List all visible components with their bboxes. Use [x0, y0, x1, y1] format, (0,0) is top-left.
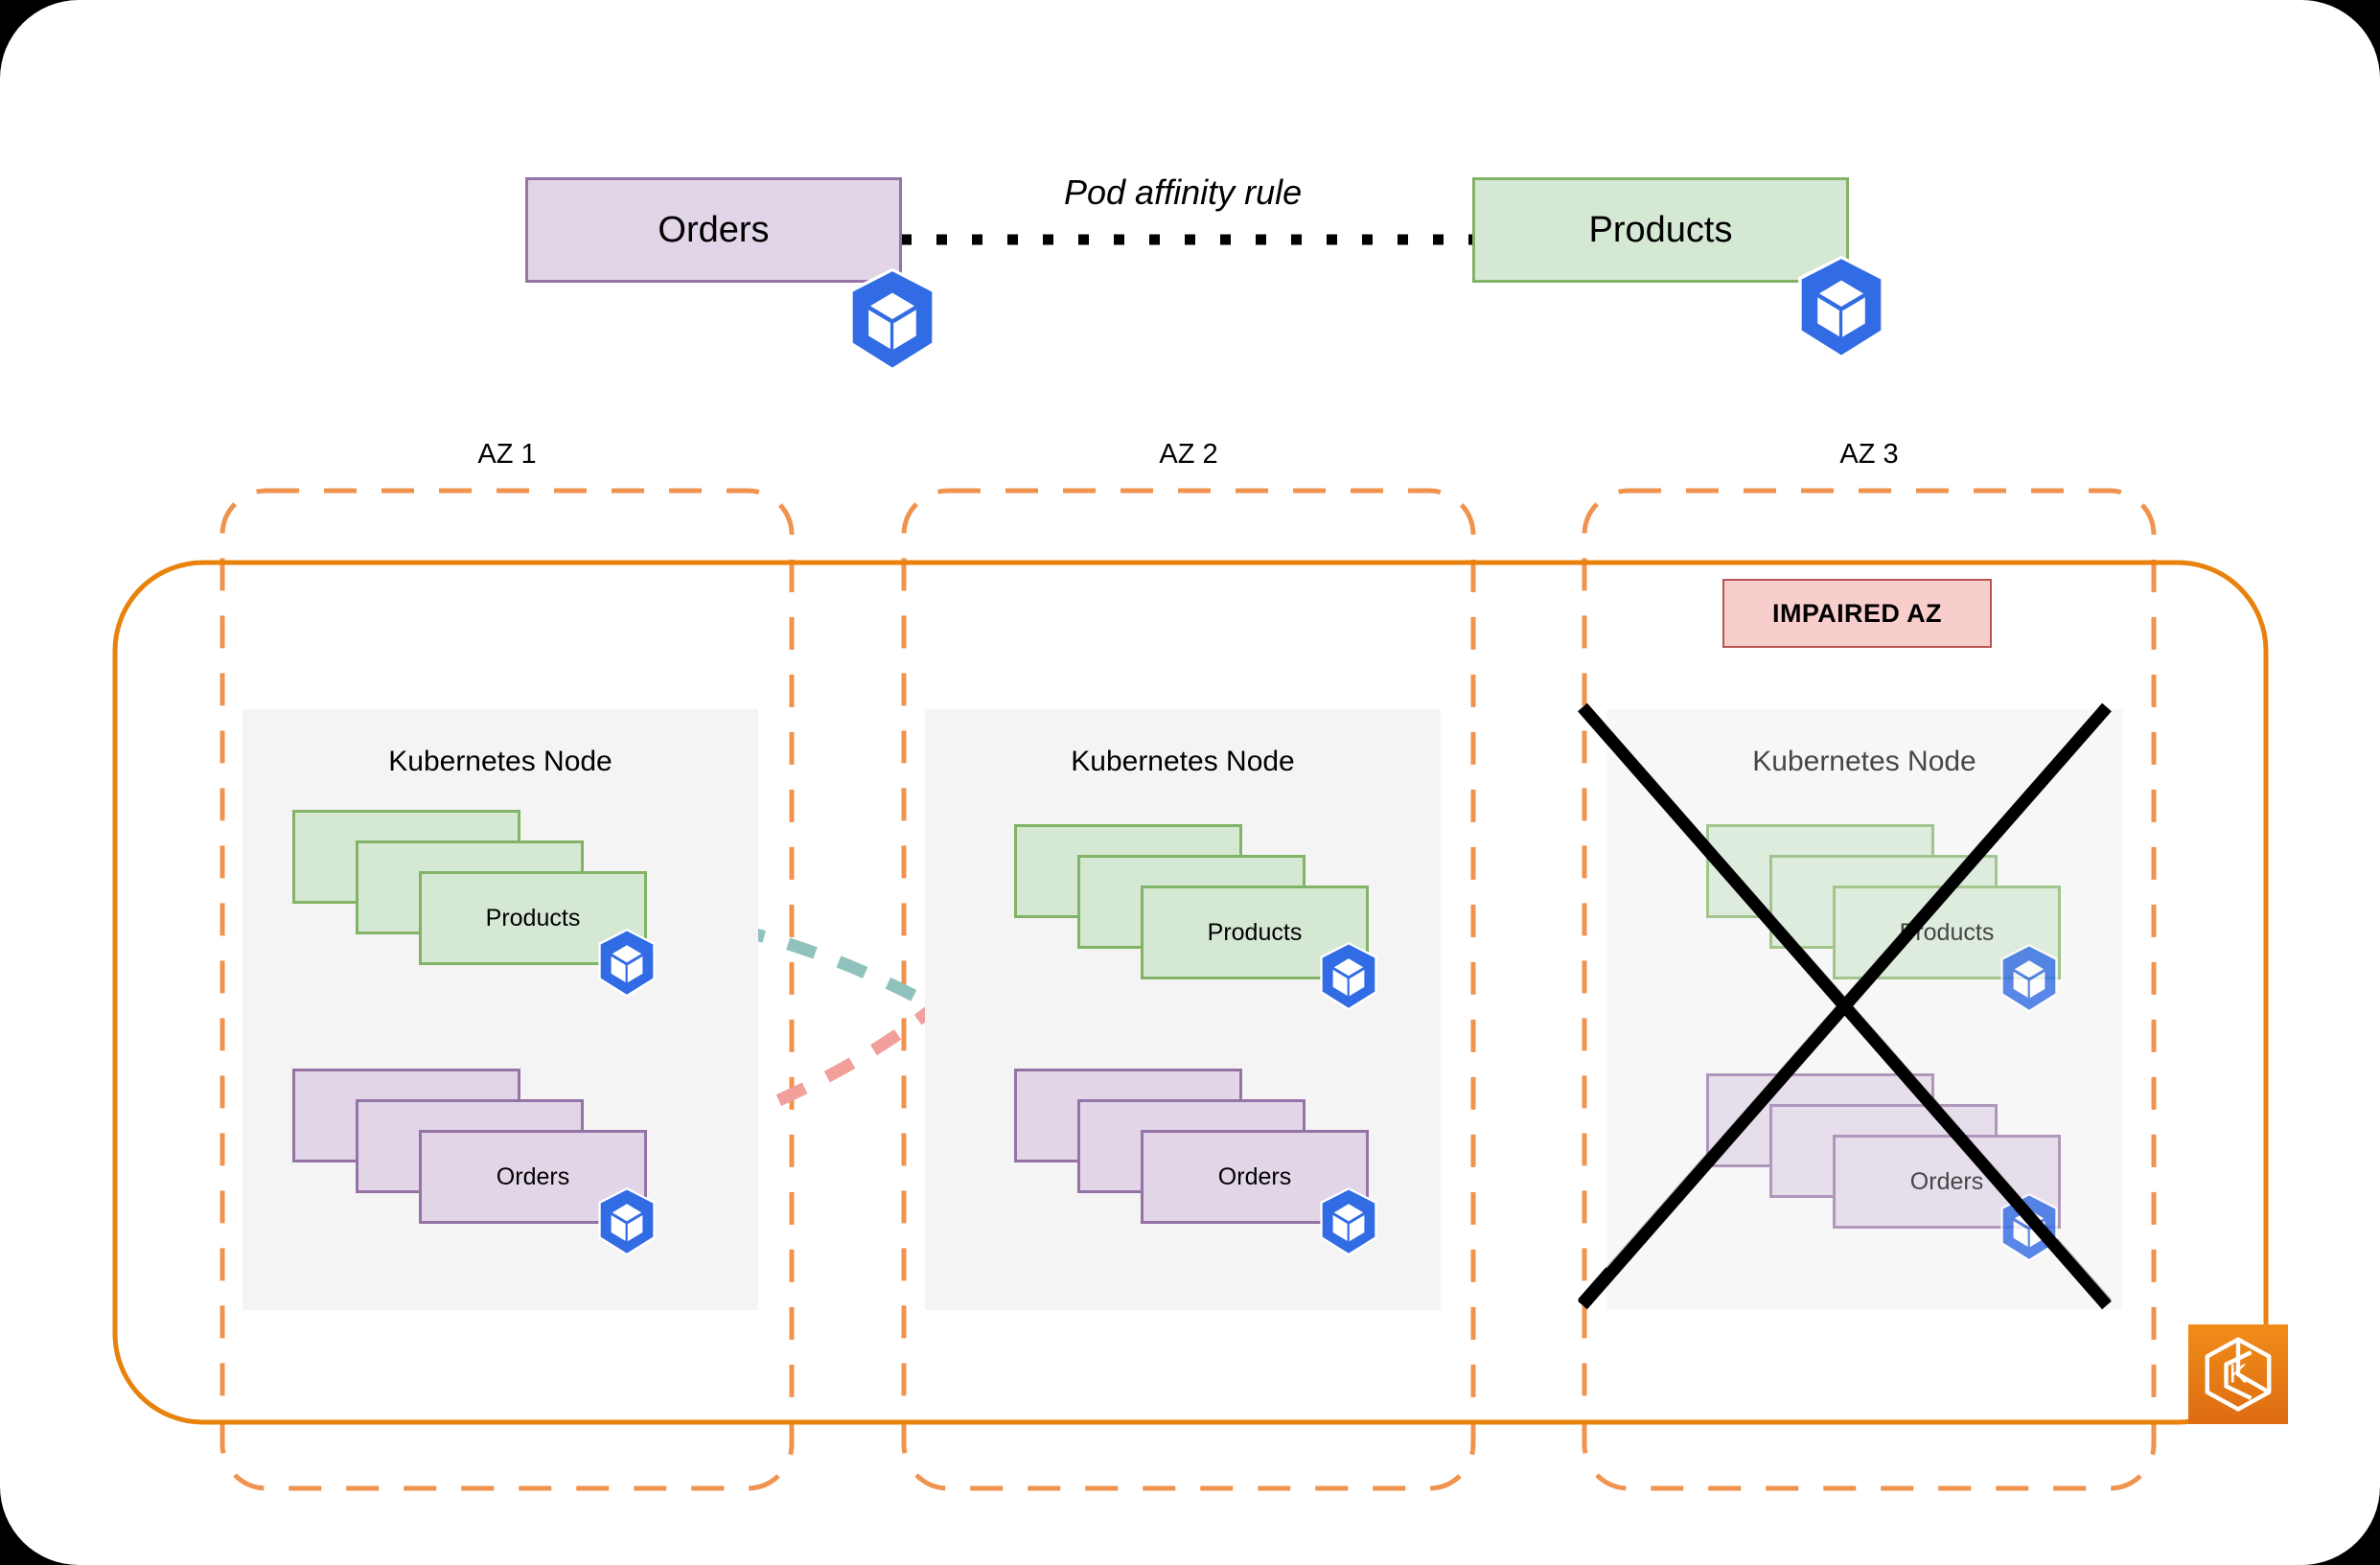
- pod-affinity-rule-label: Pod affinity rule: [1064, 173, 1303, 212]
- status-badge-impaired-az: IMPAIRED AZ: [1722, 579, 1992, 648]
- service-box-products[interactable]: Products: [1472, 177, 1849, 283]
- az-3-label: AZ 3: [1839, 439, 1899, 470]
- az-2-label: AZ 2: [1159, 439, 1218, 470]
- kubernetes-icon: [2000, 1193, 2058, 1262]
- pod-card: [1141, 1130, 1369, 1224]
- kubernetes-icon: [598, 929, 656, 998]
- pod-stack-label: Orders: [1217, 1162, 1292, 1190]
- brand-logo: K: [2188, 1324, 2288, 1424]
- service-box-products-label: Products: [1588, 209, 1733, 250]
- kubernetes-icon: [1320, 942, 1377, 1011]
- pod-stack-label: Products: [485, 904, 581, 932]
- node-title: Kubernetes Node: [1752, 746, 1976, 777]
- kubernetes-icon: [849, 267, 936, 373]
- az-1-label: AZ 1: [477, 439, 537, 470]
- node-title: Kubernetes Node: [1071, 746, 1295, 777]
- node-title: Kubernetes Node: [388, 746, 612, 777]
- pod-stack-products-az1[interactable]: Products: [292, 810, 647, 965]
- brand-logo-letter: K: [2230, 1358, 2248, 1388]
- pod-stack-label: Products: [1207, 918, 1303, 946]
- pod-stack-label: Orders: [496, 1162, 570, 1190]
- service-box-orders[interactable]: Orders: [525, 177, 902, 283]
- kubernetes-icon: [1798, 255, 1884, 360]
- kubernetes-icon: [1320, 1187, 1377, 1256]
- pod-stack-orders-az2[interactable]: Orders: [1014, 1069, 1369, 1224]
- pod-stack-orders-az1[interactable]: Orders: [292, 1069, 647, 1224]
- service-box-orders-label: Orders: [658, 209, 770, 250]
- kubernetes-icon: [598, 1187, 656, 1256]
- kubernetes-icon: [2000, 944, 2058, 1013]
- status-badge-label: IMPAIRED AZ: [1772, 598, 1942, 628]
